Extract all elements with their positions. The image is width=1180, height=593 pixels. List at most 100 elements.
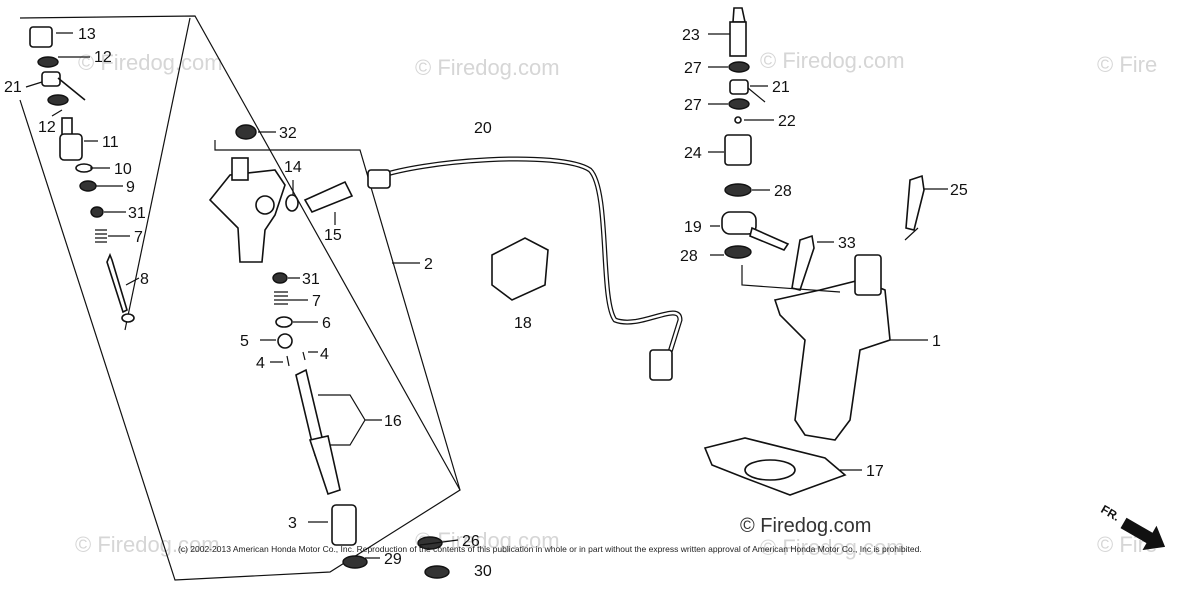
watermark-group: © Firedog.com © Firedog.com © Firedog.co… xyxy=(75,48,1157,560)
callout-25: 25 xyxy=(950,182,968,199)
callout-11: 11 xyxy=(102,134,119,151)
part-11-holder xyxy=(59,133,83,161)
callout-6: 6 xyxy=(322,315,331,332)
callout-5: 5 xyxy=(240,333,249,350)
callout-31: 31 xyxy=(128,205,146,222)
watermark: © Firedog.com xyxy=(760,48,905,73)
part-23-bolt xyxy=(729,21,747,57)
part-12-washer xyxy=(37,56,59,68)
watermark: © Firedog.com xyxy=(760,535,905,560)
part-28-washer xyxy=(724,245,752,259)
callout-27: 27 xyxy=(684,97,702,114)
part-14-washer xyxy=(285,194,299,212)
callout-18: 18 xyxy=(514,315,532,332)
callout-7: 7 xyxy=(312,293,321,310)
part-23-tip xyxy=(732,7,746,23)
part-7-spring xyxy=(95,229,107,243)
watermark: © Fire xyxy=(1097,52,1157,77)
part-7-spring xyxy=(274,291,288,305)
callout-30: 30 xyxy=(474,563,492,580)
callout-10: 10 xyxy=(114,161,132,178)
part-2-outlet xyxy=(231,157,249,181)
callout-7: 7 xyxy=(134,229,143,246)
callout-28: 28 xyxy=(680,248,698,265)
callout-4: 4 xyxy=(320,346,329,363)
part-13-cap xyxy=(29,26,53,48)
part-30-washer xyxy=(424,565,450,579)
callout-2: 2 xyxy=(424,256,433,273)
part-21-tube xyxy=(57,77,86,101)
part-21-banjo xyxy=(41,71,61,87)
part-19-tube xyxy=(749,226,790,251)
callout-12: 12 xyxy=(38,119,56,136)
copyright-notice: (c) 2002-2013 American Honda Motor Co., … xyxy=(178,544,922,554)
part-31-nut xyxy=(90,206,104,218)
watermark: © Firedog.com xyxy=(75,532,220,557)
part-2-port xyxy=(255,195,275,215)
part-4-pins xyxy=(286,351,306,367)
callout-28: 28 xyxy=(774,183,792,200)
watermark: © Firedog.com xyxy=(415,55,560,80)
direction-label: FR. xyxy=(1099,502,1123,524)
callout-9: 9 xyxy=(126,179,135,196)
part-17-gasket-hole xyxy=(744,459,796,481)
callout-1: 1 xyxy=(932,333,941,350)
part-12-washer xyxy=(47,94,69,106)
part-27-washer xyxy=(728,98,750,110)
part-22-ball xyxy=(734,116,742,124)
callout-20: 20 xyxy=(474,120,492,137)
part-21-banjo xyxy=(729,79,749,95)
callout-19: 19 xyxy=(684,219,702,236)
callout-24: 24 xyxy=(684,145,702,162)
center-assembly xyxy=(208,124,450,579)
part-27-washer xyxy=(728,61,750,73)
callout-14: 14 xyxy=(284,159,302,176)
part-8-rod xyxy=(106,252,128,314)
callout-23: 23 xyxy=(682,27,700,44)
callout-13: 13 xyxy=(78,26,96,43)
callout-27: 27 xyxy=(684,60,702,77)
callout-21: 21 xyxy=(4,79,22,96)
callout-31: 31 xyxy=(302,271,320,288)
part-21-tube xyxy=(747,87,766,103)
part-19-banjo xyxy=(721,211,757,235)
right-assembly xyxy=(703,7,925,496)
part-8-washer xyxy=(121,313,135,323)
part-24-bolt xyxy=(724,134,752,166)
part-1-injection-pump xyxy=(773,279,891,441)
part-1-outlet xyxy=(854,254,882,296)
part-20-fuel-pipe-inner xyxy=(374,157,682,353)
callout-32: 32 xyxy=(279,125,297,142)
callout-22: 22 xyxy=(778,113,796,130)
part-2-pump-body xyxy=(208,169,286,263)
part-18-bracket xyxy=(491,237,549,301)
part-31-nut xyxy=(272,272,288,284)
part-32-plug xyxy=(235,124,257,140)
watermark-main: © Firedog.com xyxy=(740,515,871,537)
assembly-outline xyxy=(19,15,461,581)
part-20-fitting xyxy=(649,349,673,381)
assembly-outline-right xyxy=(214,140,461,491)
part-5-disk xyxy=(277,333,293,349)
part-28-washer xyxy=(724,183,752,197)
part-25-bolt xyxy=(905,174,925,231)
part-26-washer xyxy=(417,536,443,550)
callout-21: 21 xyxy=(772,79,790,96)
callout-26: 26 xyxy=(462,533,480,550)
callout-29: 29 xyxy=(384,551,402,568)
callout-17: 17 xyxy=(866,463,884,480)
callout-labels: 13 12 21 12 11 10 9 31 7 8 32 14 15 2 31… xyxy=(4,26,968,580)
callout-4: 4 xyxy=(256,355,265,372)
assembly-outline-inner xyxy=(124,17,191,331)
part-20-fitting xyxy=(367,169,391,189)
part-6-seat xyxy=(275,316,293,328)
callout-33: 33 xyxy=(838,235,856,252)
part-15-union xyxy=(303,180,354,213)
callout-8: 8 xyxy=(140,271,149,288)
callout-16: 16 xyxy=(384,413,402,430)
part-16-nozzle xyxy=(308,435,341,496)
front-arrow-icon xyxy=(1120,517,1166,551)
part-10-ring xyxy=(75,163,93,173)
